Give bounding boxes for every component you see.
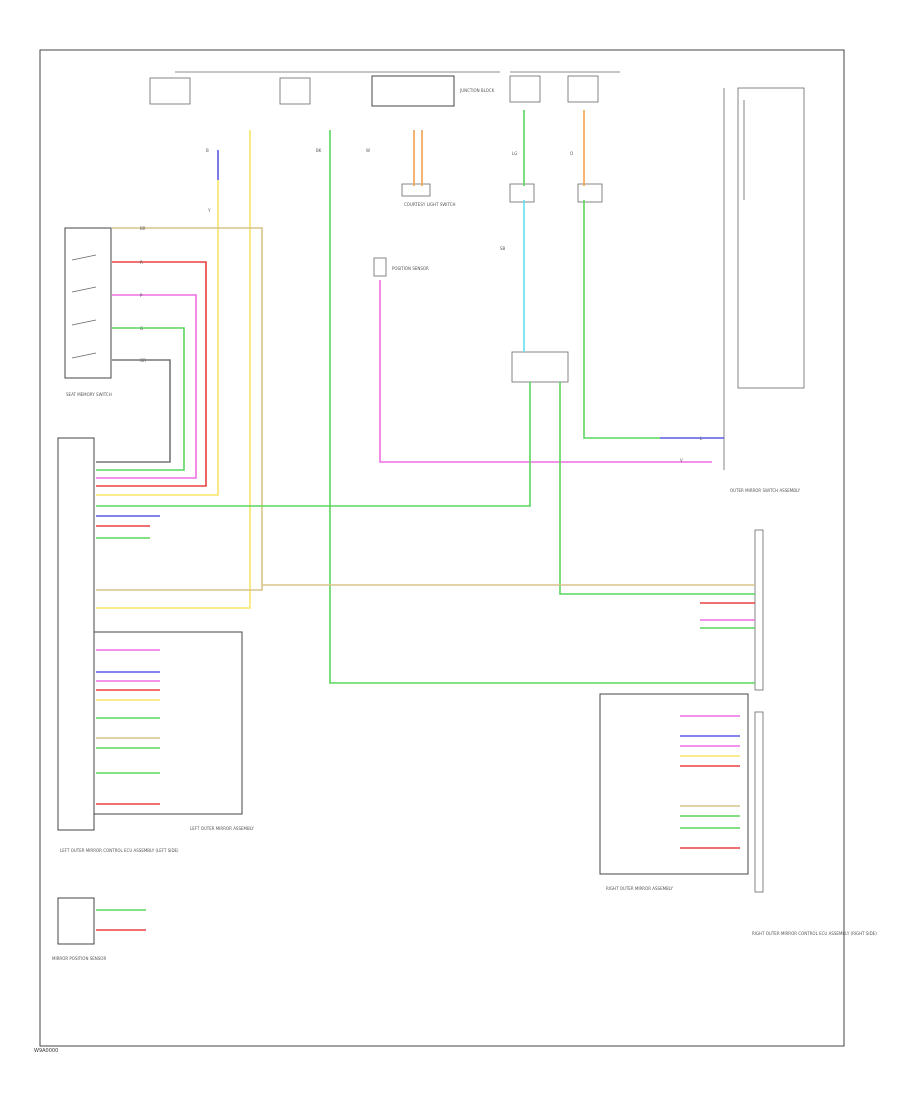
wire-tan [96,227,263,591]
tag-p: P [140,293,143,298]
wire-yellow-2 [96,130,251,609]
outer-mirror-switch: OUTER MIRROR SWITCH ASSEMBLY [723,87,805,493]
tag-sb: SB [500,246,506,251]
right-sensor-block [577,183,603,203]
tag-l: L [700,436,703,441]
wire-magenta [96,294,197,479]
mirror-position-sensor-label: MIRROR POSITION SENSOR [52,956,106,961]
wire-green [96,327,185,471]
tag-lg: LG [512,151,517,156]
mirror-control-block [511,351,569,383]
footer-code: W9A0000 [34,1048,58,1054]
seat-memory-switch-label: SEAT MEMORY SWITCH [66,392,112,397]
tag-bk: BK [316,148,322,153]
left-outer-mirror-assembly: LEFT OUTER MIRROR ASSEMBLY [93,631,254,831]
courtesy-switch: COURTESY LIGHT SWITCH [401,183,456,207]
mirror-position-sensor: MIRROR POSITION SENSOR [52,897,106,961]
wire-yellow [96,180,219,496]
junction-block-label: JUNCTION BLOCK [459,88,495,93]
tag-g: G [140,326,143,331]
tag-o: O [570,151,573,156]
top-fuse-block: JUNCTION BLOCK [149,71,620,107]
tag-br: BR [140,226,146,231]
wire-green-rightecu [559,382,755,595]
wire-magenta-long [379,280,712,463]
wire-red [96,261,207,487]
courtesy-switch-label: COURTESY LIGHT SWITCH [404,202,456,207]
right-ecu-label: RIGHT OUTER MIRROR CONTROL ECU ASSEMBLY … [752,931,877,936]
tag-y: Y [207,208,211,213]
wire-green-ecu [96,382,531,507]
tag-b: B [206,148,209,153]
wire-green-switch [583,200,660,439]
seat-memory-switch: SEAT MEMORY SWITCH [64,227,112,397]
tag-v: V [680,458,683,463]
right-outer-mirror-ecu: RIGHT OUTER MIRROR CONTROL ECU ASSEMBLY … [752,529,877,936]
right-outer-mirror-assembly: RIGHT OUTER MIRROR ASSEMBLY [599,693,749,891]
position-sensor: POSITION SENSOR [373,257,429,277]
left-outer-mirror-ecu: LEFT OUTER MIRROR CONTROL ECU ASSEMBLY (… [57,437,179,853]
tag-gr: GR [140,358,146,363]
tag-w: W [366,148,370,153]
wire-gray [96,359,171,463]
wire-tags: BR R P G GR Y LG O SB V L W B BK [140,148,703,463]
wires [96,110,755,931]
right-mirror-asm-label: RIGHT OUTER MIRROR ASSEMBLY [606,886,674,891]
position-sensor-label: POSITION SENSOR [392,266,429,271]
tag-r: R [140,260,143,265]
diagram-frame [39,49,845,1047]
wire-green-long [329,130,755,684]
left-ecu-label: LEFT OUTER MIRROR CONTROL ECU ASSEMBLY (… [60,848,179,853]
outer-mirror-switch-label: OUTER MIRROR SWITCH ASSEMBLY [730,488,801,493]
left-sensor-block [509,183,535,203]
junction-block [371,75,455,107]
left-mirror-asm-label: LEFT OUTER MIRROR ASSEMBLY [190,826,254,831]
